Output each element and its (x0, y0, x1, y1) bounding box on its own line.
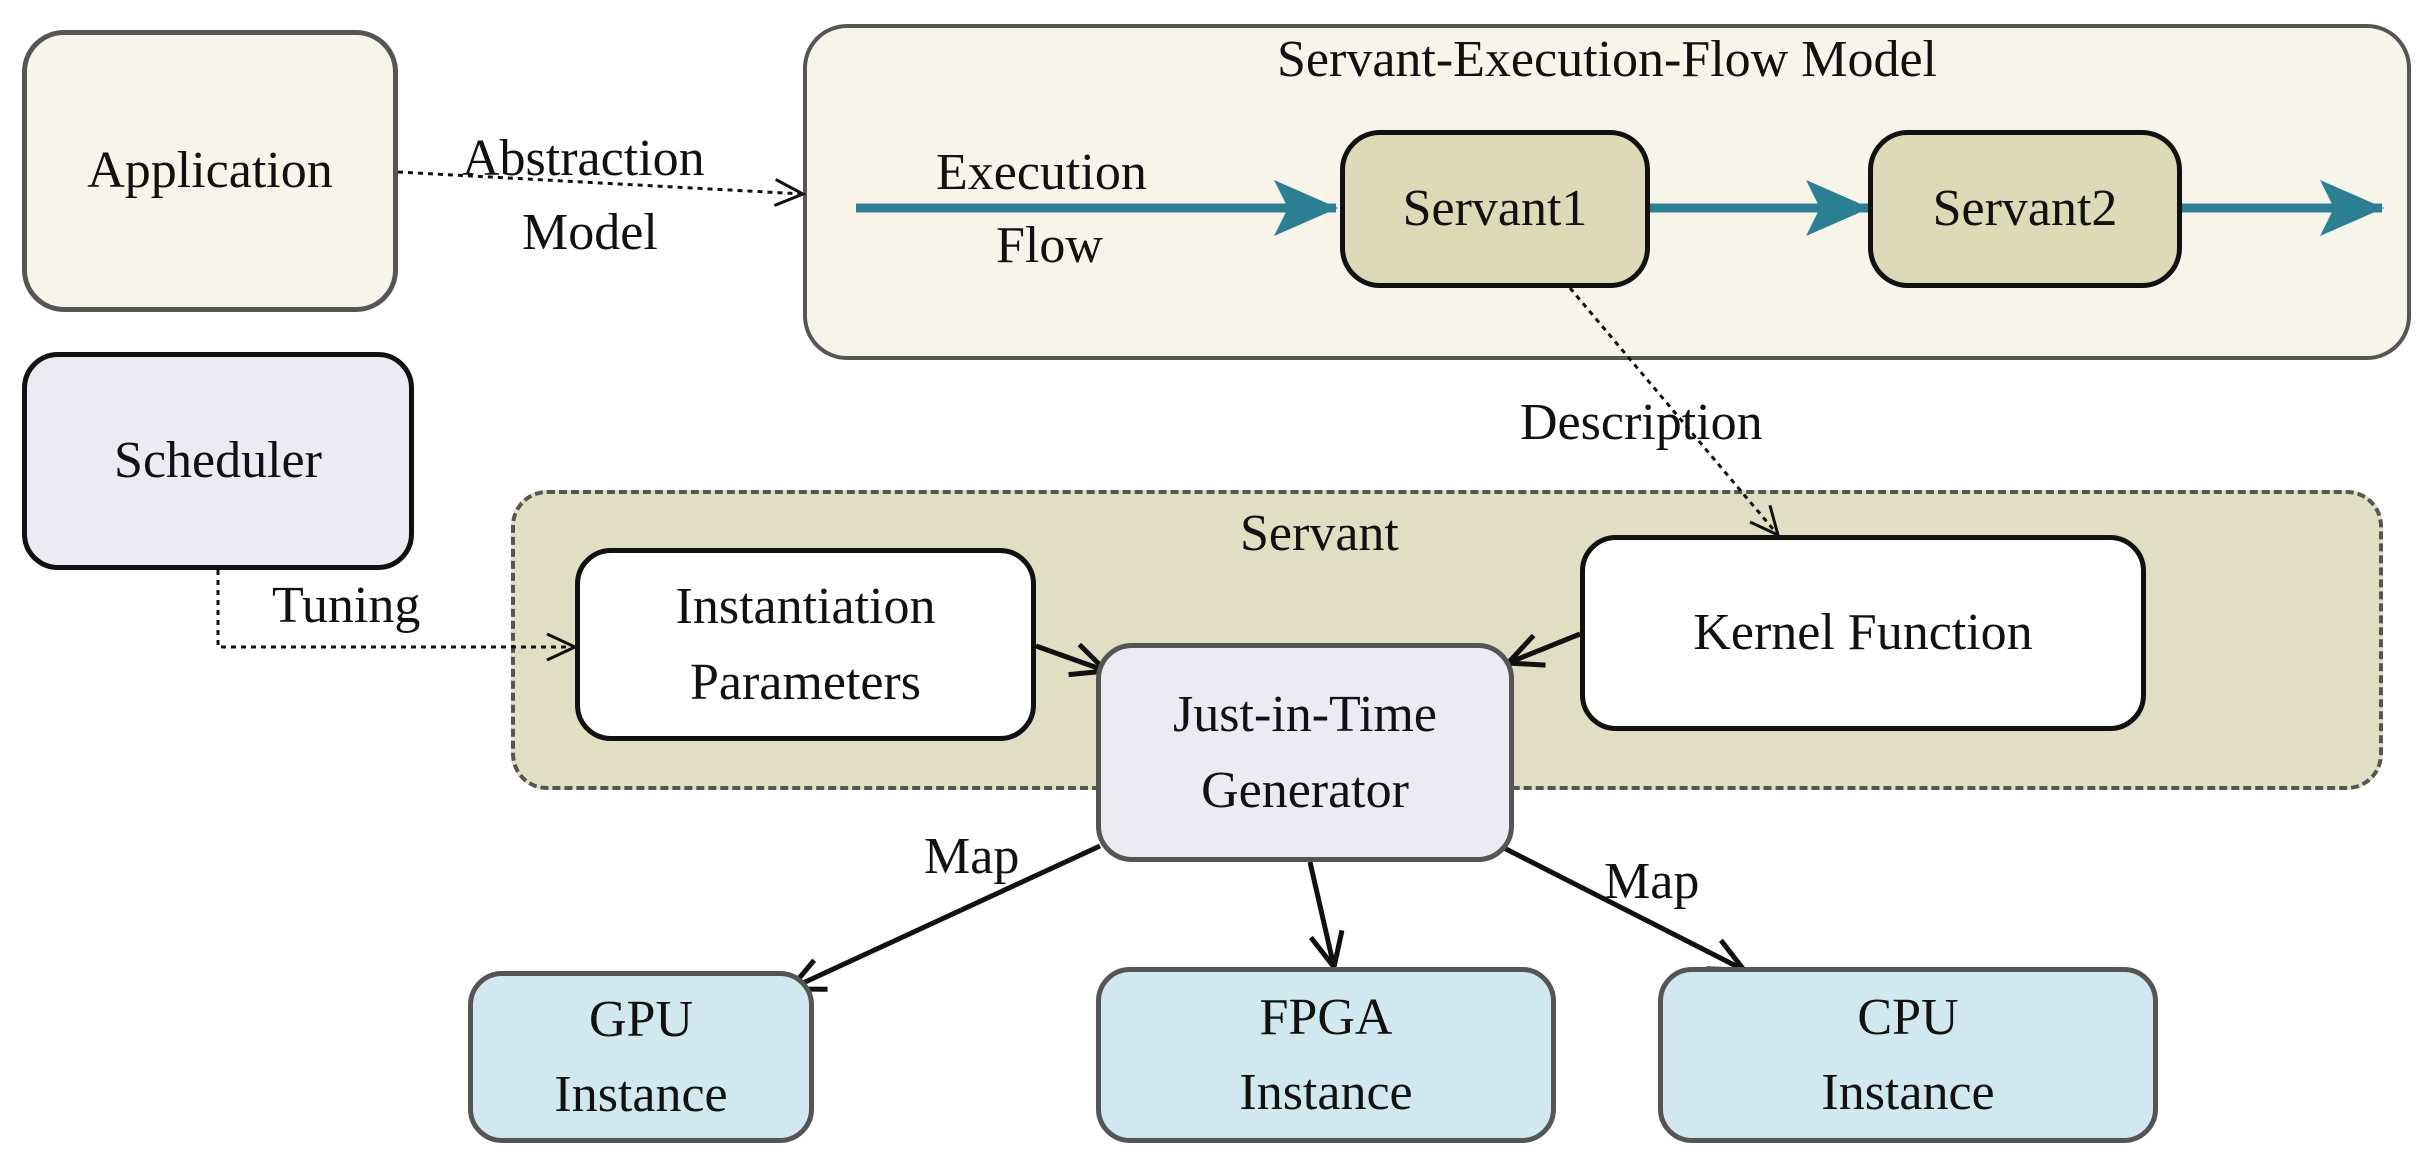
cpu-label-line1: CPU (1857, 988, 1959, 1046)
flow-model-title: Servant-Execution-Flow Model (1277, 31, 1937, 88)
model-label: Model (522, 204, 658, 261)
servant-group-title: Servant (1240, 505, 1399, 562)
scheduler-node[interactable]: Scheduler (22, 352, 414, 570)
tuning-label: Tuning (272, 577, 421, 634)
application-label: Application (87, 142, 333, 200)
fpga-label-line1: FPGA (1259, 988, 1393, 1046)
servant2-label: Servant2 (1932, 180, 2118, 238)
instantiation-label-line1: Instantiation (675, 578, 936, 636)
instantiation-parameters-node[interactable]: Instantiation Parameters (575, 548, 1036, 741)
abstraction-label: Abstraction (462, 130, 705, 187)
jit-label-line2: Generator (1201, 761, 1409, 819)
fpga-label-line2: Instance (1239, 1064, 1413, 1121)
map-to-fpga-edge (1307, 861, 1334, 967)
gpu-instance-node[interactable]: GPU Instance (468, 971, 814, 1143)
fpga-instance-node[interactable]: FPGA Instance (1096, 967, 1556, 1143)
description-label: Description (1520, 394, 1763, 451)
map-right-label: Map (1604, 853, 1700, 910)
servant1-label: Servant1 (1402, 180, 1588, 238)
cpu-instance-node[interactable]: CPU Instance (1658, 967, 2158, 1143)
application-node[interactable]: Application (22, 30, 398, 312)
servant1-node[interactable]: Servant1 (1340, 130, 1650, 288)
jit-label-line1: Just-in-Time (1173, 686, 1437, 744)
map-left-label: Map (924, 828, 1020, 885)
cpu-label-line2: Instance (1821, 1064, 1995, 1121)
kernel-function-node[interactable]: Kernel Function (1580, 535, 2146, 731)
execution-label: Execution (936, 144, 1147, 201)
scheduler-label: Scheduler (114, 432, 322, 490)
gpu-label-line1: GPU (588, 990, 694, 1048)
instantiation-label-line2: Parameters (689, 653, 921, 711)
kernel-function-label: Kernel Function (1693, 604, 2033, 662)
flow-label: Flow (996, 217, 1103, 274)
servant2-node[interactable]: Servant2 (1868, 130, 2182, 288)
jit-generator-node[interactable]: Just-in-Time Generator (1096, 643, 1514, 862)
gpu-label-line2: Instance (554, 1066, 728, 1123)
